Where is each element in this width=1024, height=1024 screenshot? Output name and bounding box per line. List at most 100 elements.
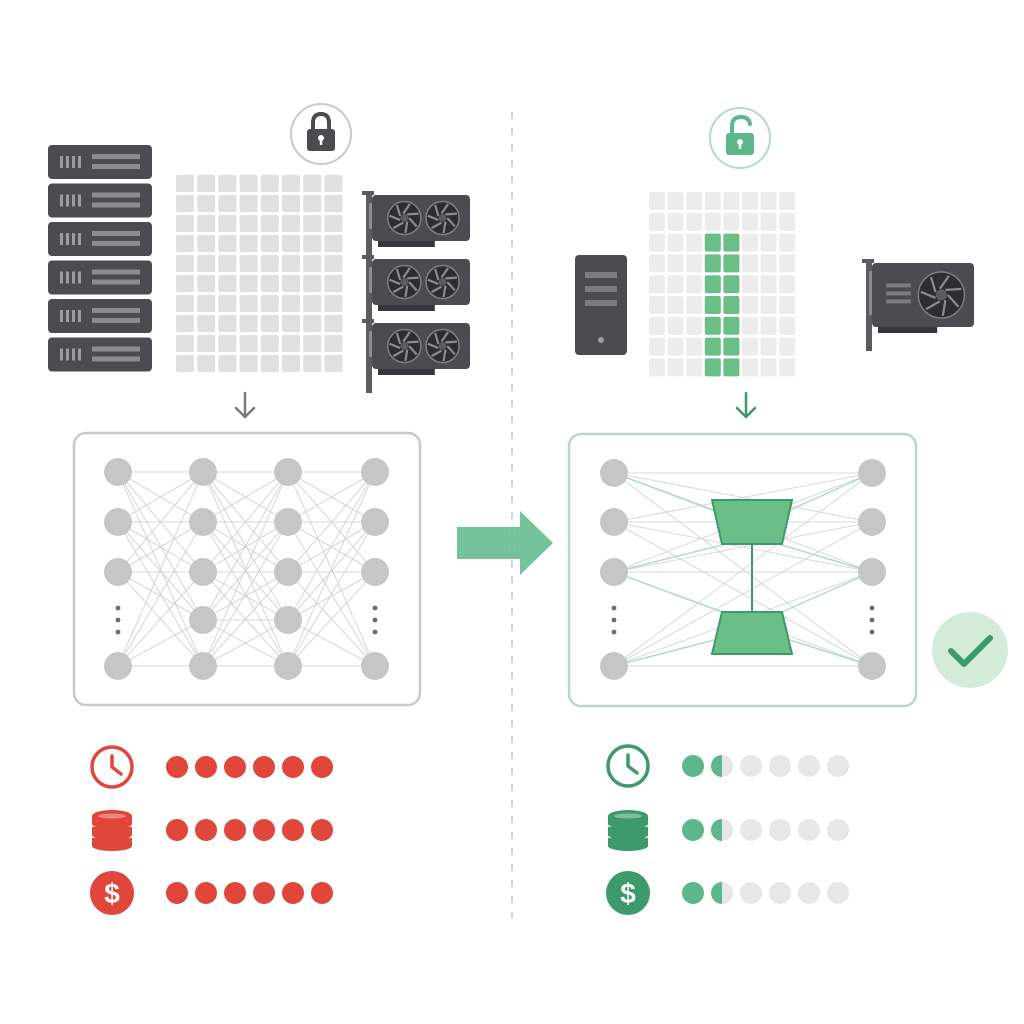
network-node bbox=[189, 606, 217, 634]
weight-cell bbox=[176, 235, 194, 252]
dollar-coin-icon: $ bbox=[90, 871, 134, 915]
weight-cell bbox=[667, 275, 684, 294]
cost-level-bar bbox=[166, 756, 333, 778]
weight-cell bbox=[176, 255, 194, 272]
weight-cell bbox=[649, 212, 665, 231]
weight-cell bbox=[303, 175, 322, 192]
weight-cell bbox=[260, 315, 279, 332]
weight-cell bbox=[218, 315, 237, 332]
weight-cell bbox=[303, 315, 322, 332]
network-node bbox=[189, 652, 217, 680]
weight-cell bbox=[742, 337, 758, 356]
weight-cell bbox=[239, 195, 258, 212]
level-dot-filled bbox=[253, 756, 275, 778]
trainable-cell bbox=[704, 275, 721, 294]
right-arrow-icon bbox=[457, 511, 553, 575]
level-dot-filled bbox=[311, 756, 333, 778]
full-network-panel bbox=[72, 431, 422, 707]
weight-cell bbox=[649, 254, 665, 273]
network-node bbox=[189, 558, 217, 586]
weight-cell bbox=[239, 275, 258, 292]
weight-cell bbox=[667, 212, 684, 231]
level-dot bbox=[798, 819, 820, 841]
weight-cell bbox=[779, 192, 796, 210]
weight-cell bbox=[704, 212, 721, 231]
cost-level-bar bbox=[166, 819, 333, 841]
level-dot-filled bbox=[282, 882, 304, 904]
network-node bbox=[361, 458, 389, 486]
weight-cell bbox=[324, 335, 343, 352]
weight-cell bbox=[324, 255, 343, 272]
weight-cell bbox=[723, 212, 740, 231]
network-node bbox=[104, 558, 132, 586]
trainable-cell bbox=[704, 358, 721, 377]
trainable-cell bbox=[704, 254, 721, 273]
server-unit bbox=[48, 222, 152, 256]
adapter-weight-grid bbox=[649, 192, 796, 377]
weight-cell bbox=[239, 335, 258, 352]
level-dot-partial bbox=[711, 755, 722, 777]
weight-cell bbox=[742, 296, 758, 314]
level-dot-filled bbox=[224, 882, 246, 904]
padlock-open-icon bbox=[709, 107, 771, 169]
weight-cell bbox=[324, 215, 343, 232]
clock-icon bbox=[90, 745, 134, 789]
weight-cell bbox=[760, 212, 777, 231]
network-node bbox=[600, 459, 628, 487]
level-dot-filled bbox=[166, 819, 188, 841]
network-node bbox=[274, 458, 302, 486]
network-node bbox=[858, 459, 886, 487]
ellipsis-icon bbox=[869, 605, 875, 635]
weight-cell bbox=[218, 335, 237, 352]
ellipsis-icon bbox=[372, 605, 378, 635]
weight-cell bbox=[176, 215, 194, 232]
weight-cell bbox=[260, 195, 279, 212]
network-node bbox=[274, 652, 302, 680]
weight-cell bbox=[176, 335, 194, 352]
level-dot bbox=[740, 755, 762, 777]
level-dot-filled bbox=[166, 882, 188, 904]
weight-cell bbox=[197, 215, 216, 232]
weight-cell bbox=[260, 215, 279, 232]
weight-cell bbox=[303, 215, 322, 232]
weight-cell bbox=[218, 295, 237, 312]
desktop-computer-icon bbox=[575, 255, 627, 355]
weight-cell bbox=[649, 192, 665, 210]
weight-cell bbox=[686, 316, 703, 335]
weight-cell bbox=[197, 195, 216, 212]
level-dot bbox=[769, 819, 791, 841]
weight-cell bbox=[686, 192, 703, 210]
weight-cell bbox=[324, 275, 343, 292]
weight-cell bbox=[218, 175, 237, 192]
weight-cell bbox=[282, 195, 300, 212]
trainable-cell bbox=[723, 316, 740, 335]
trainable-cell bbox=[704, 296, 721, 314]
level-dot-filled bbox=[282, 819, 304, 841]
weight-cell bbox=[779, 316, 796, 335]
server-unit bbox=[48, 183, 152, 218]
server-unit bbox=[48, 299, 152, 333]
network-node bbox=[189, 458, 217, 486]
weight-cell bbox=[303, 235, 322, 252]
weight-cell bbox=[282, 215, 300, 232]
weight-cell bbox=[649, 296, 665, 314]
trainable-cell bbox=[723, 275, 740, 294]
weight-cell bbox=[686, 233, 703, 252]
weight-cell bbox=[742, 254, 758, 273]
weight-cell bbox=[667, 254, 684, 273]
weight-cell bbox=[667, 358, 684, 377]
weight-cell bbox=[742, 212, 758, 231]
network-node bbox=[600, 652, 628, 680]
weight-cell bbox=[324, 175, 343, 192]
weight-cell bbox=[742, 316, 758, 335]
adapter-block-up bbox=[710, 611, 794, 655]
weight-cell bbox=[324, 315, 343, 332]
weight-cell bbox=[649, 337, 665, 356]
network-node bbox=[274, 606, 302, 634]
ellipsis-icon bbox=[611, 605, 617, 635]
level-dot-filled bbox=[311, 819, 333, 841]
weight-cell bbox=[197, 175, 216, 192]
weight-cell bbox=[218, 255, 237, 272]
weight-cell bbox=[649, 316, 665, 335]
